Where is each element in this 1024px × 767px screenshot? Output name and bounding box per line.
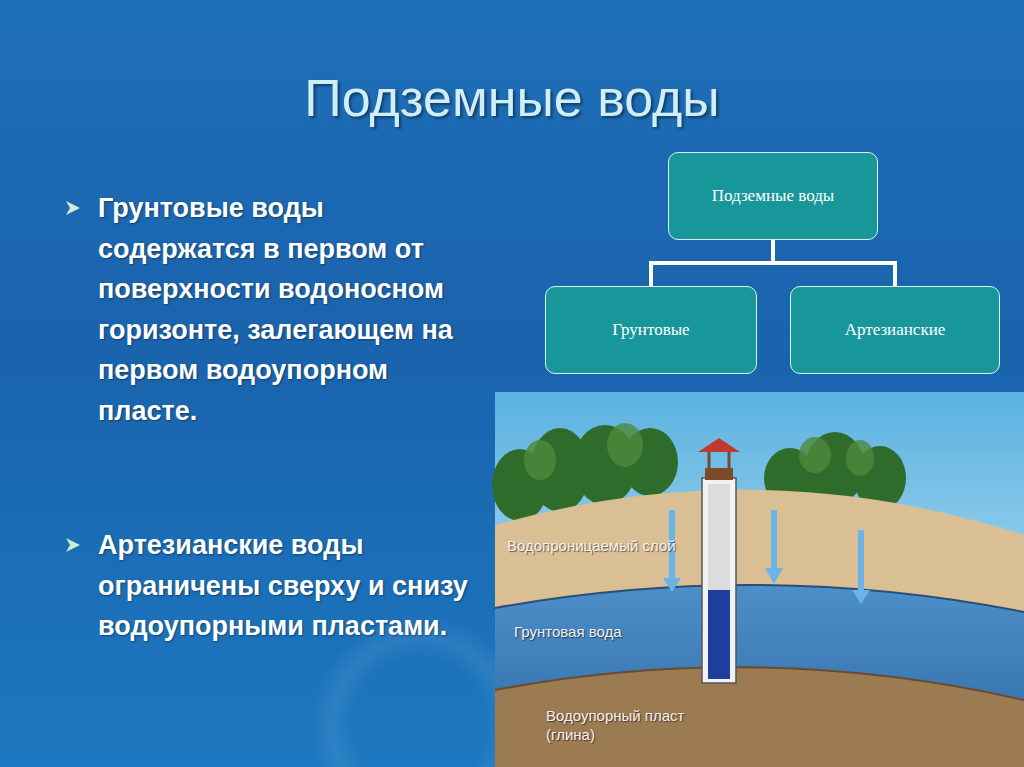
box-text: Подземные воды <box>712 186 834 206</box>
scene <box>492 392 1024 767</box>
category-box: Грунтовые <box>545 286 757 374</box>
box-text: Грунтовые <box>612 320 689 340</box>
clay-layer <box>495 667 1024 767</box>
box-text: Артезианские <box>845 320 946 340</box>
groundwater-layer <box>495 585 1024 767</box>
bullet-text: Грунтовые воды содержатся в первом от по… <box>98 188 478 431</box>
bullet-text: Артезианские воды ограничены сверху и сн… <box>98 525 478 647</box>
well <box>698 438 740 683</box>
tree-connector <box>773 240 895 286</box>
layer-label: Водопроницаемый слой <box>507 536 697 555</box>
bullet-markers <box>66 201 80 552</box>
tree-connector <box>651 240 773 286</box>
layer-label: Грунтовая вода <box>514 622 654 641</box>
layer-label: Водоупорный пласт (глина) <box>546 706 696 744</box>
infiltration-arrows <box>663 510 870 604</box>
slide-title: Подземные воды <box>112 68 912 128</box>
permeable-layer <box>495 490 1024 767</box>
category-box: Артезианские <box>790 286 1000 374</box>
category-box: Подземные воды <box>668 152 878 240</box>
